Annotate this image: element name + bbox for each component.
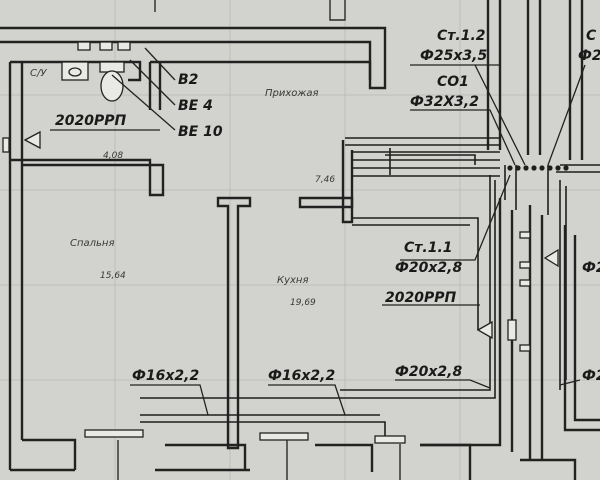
radiator-icon (259, 432, 309, 441)
label-edge-phi2-bot: Ф2 (582, 368, 600, 384)
radiator-icon (543, 248, 559, 268)
label-pipe-right-bottom: Ф20х2,8 (395, 364, 462, 380)
label-co1-size: Ф32Х3,2 (410, 94, 479, 110)
label-edge-phi2-top: Ф2 (578, 48, 600, 64)
radiator-icon (507, 319, 517, 341)
washbasin-bowl-icon (68, 67, 82, 77)
apartment-walls (8, 60, 600, 480)
label-b2: B2 (178, 72, 198, 88)
label-radiator-right: 2020РРП (385, 290, 456, 306)
label-riser-1-2-size: Ф25х3,5 (420, 48, 487, 64)
label-riser-1-1: Ст.1.1 (404, 240, 453, 256)
pipe-network (140, 137, 600, 438)
top-wall-fragments (0, 0, 584, 160)
valve-icon (117, 41, 131, 51)
room-area-bathroom: 4,08 (103, 151, 123, 161)
radiator-icon (84, 429, 144, 438)
label-riser-1-2: Ст.1.2 (437, 28, 486, 44)
label-radiator-left: 2020РРП (55, 113, 126, 129)
bathroom-fixtures (61, 41, 131, 102)
valve-icon (519, 261, 531, 269)
room-area-bedroom: 15,64 (100, 271, 126, 281)
label-pipe-mid-bottom: Ф16х2,2 (268, 368, 335, 384)
radiators (2, 130, 559, 480)
valve-icon (99, 41, 113, 51)
room-area-hall: 7,46 (315, 175, 335, 185)
valve-icon (519, 231, 531, 239)
label-be4: BE 4 (178, 98, 213, 114)
room-name-bedroom: Спальня (70, 238, 115, 249)
radiator-icon (23, 130, 41, 150)
toilet-icon (100, 70, 124, 102)
label-co1: CO1 (437, 74, 469, 90)
room-name-bathroom: С/У (30, 68, 47, 79)
label-edge-c: С (586, 28, 597, 44)
radiator-icon (2, 137, 10, 153)
radiator-icon (374, 435, 406, 444)
leader-lines (50, 47, 586, 416)
label-edge-phi2-mid: Ф2 (582, 260, 600, 276)
label-riser-1-1-size: Ф20х2,8 (395, 260, 462, 276)
valve-icon (519, 279, 531, 287)
label-pipe-left-bottom: Ф16х2,2 (132, 368, 199, 384)
valve-icon (519, 344, 531, 352)
riser-cluster (507, 165, 569, 171)
radiator-icon (476, 320, 493, 340)
valve-icon (77, 41, 91, 51)
room-name-kitchen: Кухня (277, 275, 309, 286)
room-area-kitchen: 19,69 (290, 298, 316, 308)
label-be10: BE 10 (178, 124, 223, 140)
room-name-hall: Прихожая (265, 88, 319, 99)
